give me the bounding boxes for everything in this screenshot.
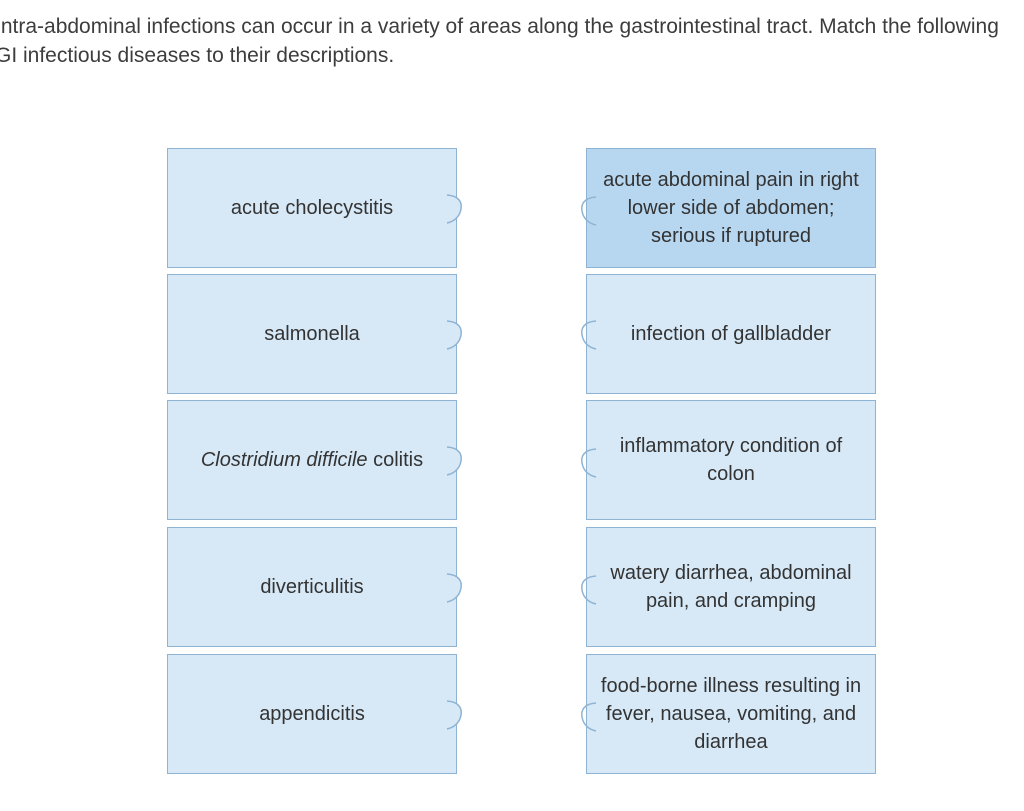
term-card-appendicitis[interactable]: appendicitis <box>167 654 462 774</box>
description-label: inflammatory condition of colon <box>619 435 843 485</box>
connector-tab-out-icon <box>444 194 462 224</box>
connector-tab-out-icon <box>444 700 462 730</box>
question-prompt: Intra-abdominal infections can occur in … <box>0 12 1024 70</box>
term-label-rest: colitis <box>367 449 424 471</box>
connector-tab-in-icon <box>581 196 597 226</box>
term-card-diverticulitis[interactable]: diverticulitis <box>167 527 462 647</box>
connector-tab-out-icon <box>444 573 462 603</box>
term-card-acute-cholecystitis[interactable]: acute cholecystitis <box>167 148 462 268</box>
description-card-colon-inflammation[interactable]: inflammatory condition of colon <box>581 400 876 520</box>
prompt-line-2: GI infectious diseases to their descript… <box>0 44 395 67</box>
term-label-italic: Clostridium difficile <box>200 449 368 471</box>
connector-tab-in-icon <box>581 702 597 732</box>
description-label: infection of gallbladder <box>630 323 832 345</box>
description-card-watery-diarrhea[interactable]: watery diarrhea, abdominal pain, and cra… <box>581 527 876 647</box>
term-label: Clostridium difficile colitis <box>201 446 423 474</box>
term-label: acute cholecystitis <box>230 197 394 219</box>
description-card-appendicitis-pain[interactable]: acute abdominal pain in right lower side… <box>581 148 876 268</box>
term-label: appendicitis <box>259 703 365 725</box>
term-card-salmonella[interactable]: salmonella <box>167 274 462 394</box>
connector-tab-in-icon <box>581 575 597 605</box>
description-card-food-borne-illness[interactable]: food-borne illness resulting in fever, n… <box>581 654 876 774</box>
description-card-gallbladder-infection[interactable]: infection of gallbladder <box>581 274 876 394</box>
description-label: food-borne illness resulting in fever, n… <box>600 675 862 753</box>
term-card-clostridium-difficile-colitis[interactable]: Clostridium difficile colitis <box>167 400 462 520</box>
connector-tab-out-icon <box>444 446 462 476</box>
term-label: diverticulitis <box>260 576 364 598</box>
connector-tab-out-icon <box>444 320 462 350</box>
connector-tab-in-icon <box>581 320 597 350</box>
connector-tab-in-icon <box>581 448 597 478</box>
description-label: watery diarrhea, abdominal pain, and cra… <box>610 562 852 612</box>
prompt-line-1: Intra-abdominal infections can occur in … <box>0 15 999 38</box>
description-label: acute abdominal pain in right lower side… <box>603 169 859 247</box>
term-label: salmonella <box>264 323 360 345</box>
